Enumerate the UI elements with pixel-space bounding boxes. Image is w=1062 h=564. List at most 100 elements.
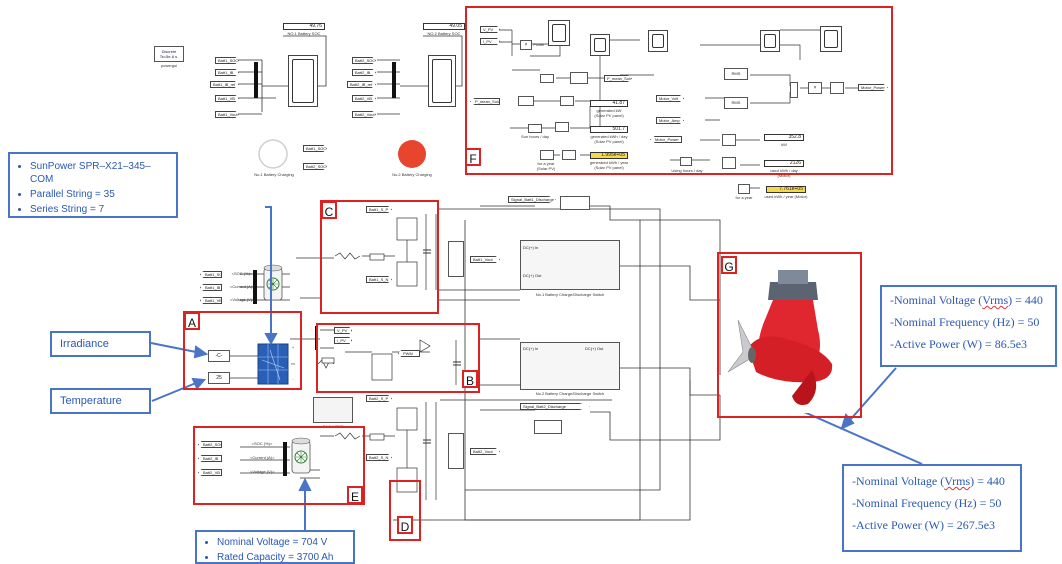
batt2-soc-display-caption: NO.2 Battery SOC [416, 31, 472, 36]
gain-block[interactable] [528, 124, 542, 133]
motor-kwh-year-display: 7.761e+05 [766, 186, 806, 193]
from-tag: Batt2_S_N [366, 454, 392, 461]
year-gain-block[interactable] [738, 184, 750, 194]
irradiance-constant-label: -C- [216, 353, 223, 359]
from-tag: Motor_Volt [656, 95, 684, 102]
batt2-scope[interactable] [428, 55, 456, 107]
gain-block[interactable] [830, 82, 844, 94]
goto-tag: I_PV [480, 38, 500, 45]
product-block[interactable] [722, 134, 736, 146]
switch2-out-port: DC(+) Out [585, 346, 603, 351]
label-a: A [184, 312, 200, 330]
bus-bar-1 [254, 62, 258, 98]
region-a-box [183, 311, 302, 390]
motor-spec-callout-bottom: -Nominal Voltage (Vrms) = 440 -Nominal F… [842, 464, 1022, 552]
generated-kwh-day-caption: generated kWh / day (Solar PV panel) [586, 134, 632, 144]
product-block[interactable] [562, 150, 576, 160]
pv-port-label: - [290, 376, 296, 381]
goto-tag: Batt2_Vout [470, 448, 500, 455]
lamp-1 [259, 140, 287, 168]
multiply-block[interactable]: × [808, 82, 822, 94]
temperature-label: Temperature [60, 395, 122, 407]
charge-discharge-switch-2[interactable]: DC(+) In DC(+) Out [520, 342, 620, 390]
goto-tag: Batt1_SOC [303, 145, 327, 152]
port-label: <Voltage (V)> [230, 297, 254, 302]
goto-tag: V_PV [334, 327, 352, 334]
discrete-solver-block[interactable]: Discrete Ts=5e-6 s. [154, 46, 184, 62]
goto-tag: I_PV [334, 337, 352, 344]
mean-block[interactable] [570, 72, 588, 84]
generated-kwh-year-caption: generated kWh / year (Solar PV panel) [586, 160, 632, 170]
discrete-solver-label: Discrete Ts=5e-6 s. [160, 49, 179, 59]
pv-scope-3[interactable] [648, 30, 668, 52]
motor-kwh-year-caption: used kWh / year (Motor) [762, 194, 810, 199]
mppt-subsystem[interactable] [313, 397, 353, 423]
switch2-caption: No.2 Battery Charge/Discharge Switch [508, 391, 632, 396]
motor-kwh-day-display: 2126 [764, 160, 804, 167]
goto-tag: Batt2_SOC [352, 57, 376, 64]
battery-spec-item: Rated Capacity = 3700 Ah [217, 551, 345, 564]
battery-1-symbol [264, 265, 282, 300]
goto-tag: Batt1_Vout [470, 256, 500, 263]
goto-tag: Batt1_IB_ref [210, 81, 239, 88]
product-block[interactable] [555, 122, 569, 132]
pv-spec-item: Parallel String = 35 [30, 188, 168, 201]
port-label: <Current (A)> [230, 284, 254, 289]
pv-scope-2[interactable] [590, 34, 610, 56]
motor-top-frequency: -Nominal Frequency (Hz) = 50 [890, 315, 1047, 330]
pv-spec-callout: SunPower SPR–X21–345–COM Parallel String… [8, 152, 178, 218]
region-e-box [193, 426, 365, 505]
voltage-sensor-block-2[interactable] [448, 433, 464, 469]
irradiance-label: Irradiance [60, 338, 109, 350]
pv-spec-item: SunPower SPR–X21–345–COM [30, 160, 168, 186]
rms-block-2[interactable]: RMS [724, 97, 748, 109]
rms-label: RMS [732, 71, 741, 76]
motor-scope-1[interactable] [760, 30, 780, 52]
discharge-switch-2[interactable] [534, 420, 562, 434]
goto-tag: Batt2_Vout [352, 111, 376, 118]
from-tag: Motor_Amp [656, 117, 684, 124]
label-c: C [321, 201, 337, 219]
from-tag: Batt1_S_P [366, 206, 392, 213]
discharge-switch-1[interactable] [560, 196, 590, 210]
label-g: G [721, 256, 737, 274]
pv-port-label: m [290, 361, 296, 366]
gain-block[interactable] [680, 157, 692, 166]
motor-scope-2[interactable] [820, 26, 842, 52]
from-tag: Batt1_SOC [200, 271, 222, 278]
irradiance-constant[interactable]: -C- [208, 350, 230, 362]
batt1-soc-display-caption: NO.1 Battery SOC [276, 31, 332, 36]
powergui-label: powergui [157, 63, 181, 68]
gain-block[interactable] [518, 96, 534, 106]
pv-port-label: + [290, 345, 296, 350]
label-d: D [397, 516, 413, 534]
label-b: B [462, 370, 478, 388]
temperature-constant[interactable]: 25 [208, 372, 230, 384]
product-block[interactable] [560, 96, 574, 106]
battery-spec-item: Nominal Voltage = 704 V [217, 536, 345, 549]
motor-bottom-power: -Active Power (W) = 267.5e3 [852, 518, 1012, 533]
from-tag: Batt1_VB [200, 297, 222, 304]
goto-tag: Batt1_SOC [215, 57, 239, 64]
from-tag: P_mean_Solar [470, 98, 500, 105]
batt1-scope[interactable] [288, 55, 318, 107]
goto-tag: Batt2_IB [352, 69, 376, 76]
mux-block[interactable] [790, 82, 798, 98]
rms-block-1[interactable]: RMS [724, 68, 748, 80]
region-c-box [320, 200, 439, 314]
power-label: Power [532, 42, 546, 47]
lamp-2 [398, 140, 426, 168]
pv-scope-1[interactable] [548, 20, 570, 46]
motor-kwh-day-caption: used kWh / day (Motor) [762, 168, 806, 178]
multiply-block[interactable]: × [520, 40, 532, 50]
from-tag: Batt2_S_P [366, 395, 392, 402]
voltage-sensor-block-1[interactable] [448, 241, 464, 277]
charge-discharge-switch-1[interactable]: DC(+) In DC(+) Out [520, 240, 620, 290]
temperature-constant-label: 25 [216, 375, 222, 381]
product-block[interactable] [722, 157, 736, 169]
generated-kw-display: 41.87 [590, 100, 628, 107]
from-tag: Batt1_IB [200, 284, 222, 291]
from-tag: Motor_Power [650, 136, 682, 143]
gain-block[interactable] [540, 74, 554, 83]
year-gain-block[interactable] [540, 150, 554, 160]
